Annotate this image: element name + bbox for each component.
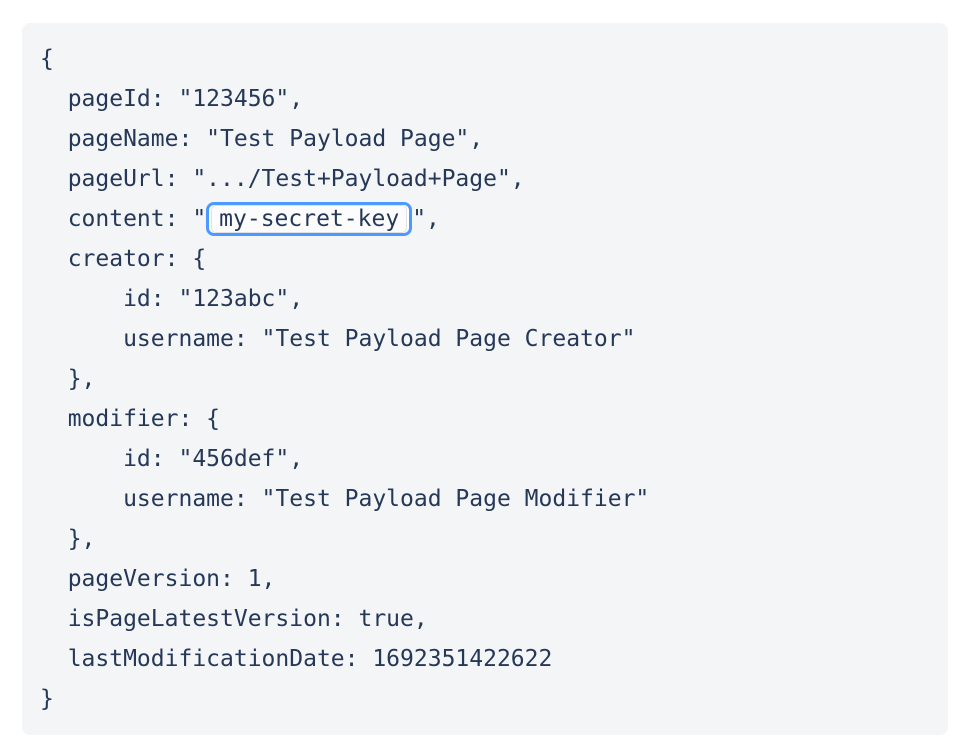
code-line: pageId: "123456", — [40, 86, 304, 112]
code-line: lastModificationDate: 1692351422622 — [40, 646, 553, 672]
code-line: }, — [40, 526, 96, 552]
code-text-after-token: ", — [412, 206, 440, 232]
secret-key-focus-ring[interactable]: my-secret-key — [206, 202, 413, 236]
code-line: pageUrl: ".../Test+Payload+Page", — [40, 166, 525, 192]
code-line: username: "Test Payload Page Creator" — [40, 326, 636, 352]
secret-key-token[interactable]: my-secret-key — [211, 205, 408, 233]
code-line: pageName: "Test Payload Page", — [40, 126, 484, 152]
code-line: { — [40, 46, 54, 72]
code-line: pageVersion: 1, — [40, 566, 276, 592]
code-line: creator: { — [40, 246, 207, 272]
code-line: isPageLatestVersion: true, — [40, 606, 428, 632]
code-line-content: content: "my-secret-key", — [40, 199, 930, 239]
code-text-before-token: content: " — [40, 206, 207, 232]
code-line: } — [40, 686, 54, 712]
code-line: modifier: { — [40, 406, 221, 432]
code-line: }, — [40, 366, 96, 392]
code-block: { pageId: "123456", pageName: "Test Payl… — [22, 23, 948, 735]
code-line: username: "Test Payload Page Modifier" — [40, 486, 650, 512]
code-line: id: "456def", — [40, 446, 304, 472]
code-line: id: "123abc", — [40, 286, 304, 312]
